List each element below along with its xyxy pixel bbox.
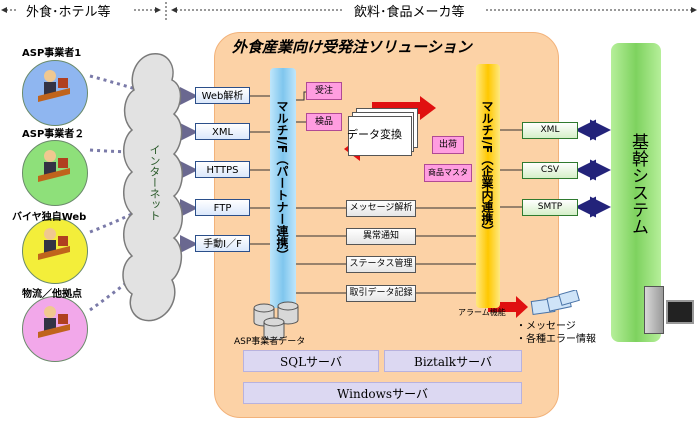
- windows-server: Windowsサーバ: [243, 382, 522, 404]
- function-anomaly-notify: 異常通知: [346, 228, 416, 245]
- person-desk-icon: [36, 302, 72, 346]
- internet-cloud: [122, 53, 183, 322]
- function-transaction-record: 取引データ記録: [346, 285, 416, 302]
- actor-asp2-label: ASP事業者２: [22, 129, 85, 140]
- inspect-doc: 検品: [306, 113, 342, 131]
- db-label: ASP事業者データ: [234, 337, 306, 347]
- alarm-label: アラーム機能: [458, 308, 506, 317]
- output-csv: CSV: [522, 162, 578, 179]
- header-right-label: 飲料･食品メーカ等: [352, 1, 467, 20]
- database-icon: [253, 301, 299, 341]
- data-conversion-label: データ変換: [347, 128, 402, 141]
- protocol-web-analysis: Web解析: [195, 87, 250, 104]
- mail-icon: [530, 290, 580, 316]
- partner-multi-if-bar: [270, 68, 296, 308]
- protocol-ftp: FTP: [195, 199, 250, 216]
- alarm-arrow: [488, 296, 528, 318]
- output-xml: XML: [522, 122, 578, 139]
- header-dividers: [1, 2, 697, 20]
- function-status-management: ステータス管理: [346, 256, 416, 273]
- alarm-error-line: ・各種エラー情報: [516, 334, 596, 345]
- doc-stack-front: [348, 116, 412, 156]
- protocol-manual-if: 手動I／F: [195, 235, 250, 252]
- partner-multi-if-label: マルチI/F（パートナー連携）: [275, 100, 289, 262]
- actor-logistics-label: 物流／他拠点: [22, 289, 82, 300]
- product-master-doc: 商品マスタ: [424, 164, 472, 182]
- output-smtp: SMTP: [522, 199, 578, 216]
- sql-server: SQLサーバ: [243, 350, 379, 372]
- server-tower-icon: [644, 286, 664, 334]
- actor-asp1-label: ASP事業者1: [22, 48, 82, 59]
- alarm-message-line: ・メッセージ: [516, 321, 576, 332]
- person-desk-icon: [36, 224, 72, 268]
- function-message-analysis: メッセージ解析: [346, 200, 416, 217]
- internet-label: インターネット: [148, 144, 161, 221]
- solution-title: 外食産業向け受発注ソリューション: [232, 38, 472, 56]
- order-doc: 受注: [306, 82, 342, 100]
- protocol-https: HTTPS: [195, 161, 250, 178]
- header-left-label: 外食･ホテル等: [24, 1, 113, 20]
- monitor-icon: [666, 300, 694, 324]
- ship-doc: 出荷: [432, 136, 464, 154]
- person-desk-icon: [36, 66, 72, 110]
- protocol-xml: XML: [195, 123, 250, 140]
- core-system-label: 基幹システム: [628, 133, 648, 235]
- actor-buyer-label: バイヤ独自Web: [12, 212, 87, 223]
- enterprise-multi-if-label: マルチI/F（企業内連携）: [480, 100, 494, 238]
- enterprise-multi-if-bar: [476, 64, 500, 308]
- biztalk-server: Biztalkサーバ: [384, 350, 522, 372]
- person-desk-icon: [36, 146, 72, 190]
